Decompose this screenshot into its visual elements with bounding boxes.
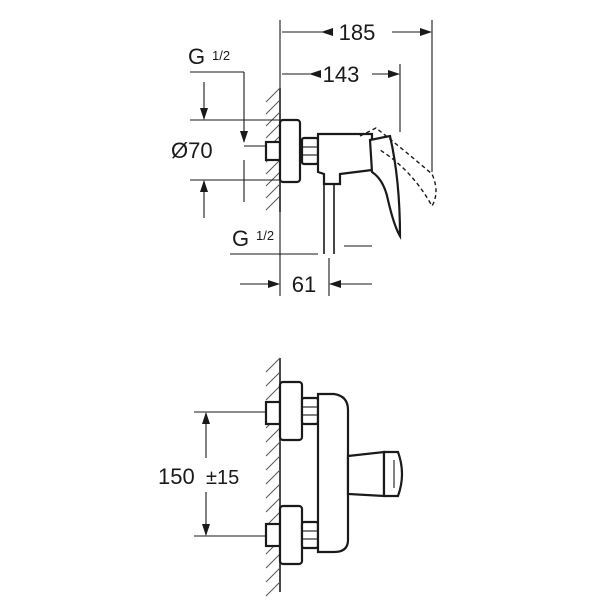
dimension-61-label: 61 xyxy=(292,272,316,297)
flange-rosette xyxy=(278,118,302,184)
side-view: 185 143 G 1/2 Ø70 G 1/2 xyxy=(171,20,437,297)
lower-flange xyxy=(278,504,304,566)
upper-flange xyxy=(278,380,304,442)
dimension-outlet-thread: G 1/2 xyxy=(230,226,372,255)
mixer-body xyxy=(316,132,374,186)
thread-fraction-bottom: 1/2 xyxy=(256,228,274,243)
mixer-body-front xyxy=(316,392,350,554)
dimension-150-label: 150 xyxy=(158,464,195,489)
dimension-connection-thread: G 1/2 xyxy=(188,44,266,147)
dimension-185-label: 185 xyxy=(339,20,376,45)
outlet-pipe xyxy=(323,184,335,254)
upper-wall-nut xyxy=(264,400,282,426)
thread-g-label-bottom: G xyxy=(232,226,249,251)
lever-swing-path xyxy=(359,127,437,208)
front-view: 150 ±15 xyxy=(158,357,404,597)
thread-fraction-top: 1/2 xyxy=(212,48,230,63)
dimension-center-distance: 150 ±15 xyxy=(158,411,266,537)
handle-cap-front xyxy=(382,450,404,498)
dimension-143-label: 143 xyxy=(323,62,360,87)
coupling-nut xyxy=(300,136,320,166)
upper-coupling-nut xyxy=(300,396,320,426)
thread-g-label-top: G xyxy=(188,44,205,69)
lever-handle xyxy=(368,134,402,240)
diameter-70-label: Ø70 xyxy=(171,138,213,163)
wall-connector-nut xyxy=(264,140,282,162)
handle-stub-front xyxy=(346,450,386,498)
lower-wall-nut xyxy=(264,522,282,548)
lower-coupling-nut xyxy=(300,520,320,550)
wall-bottom-hatched-icon xyxy=(265,357,281,597)
dimension-overall-length: 185 xyxy=(279,20,433,172)
dimension-handle-length: 143 xyxy=(282,62,401,132)
dimension-flange-diameter: Ø70 xyxy=(171,82,280,218)
dimension-tolerance-label: ±15 xyxy=(206,467,239,489)
dimension-outlet-offset: 61 xyxy=(240,212,372,297)
